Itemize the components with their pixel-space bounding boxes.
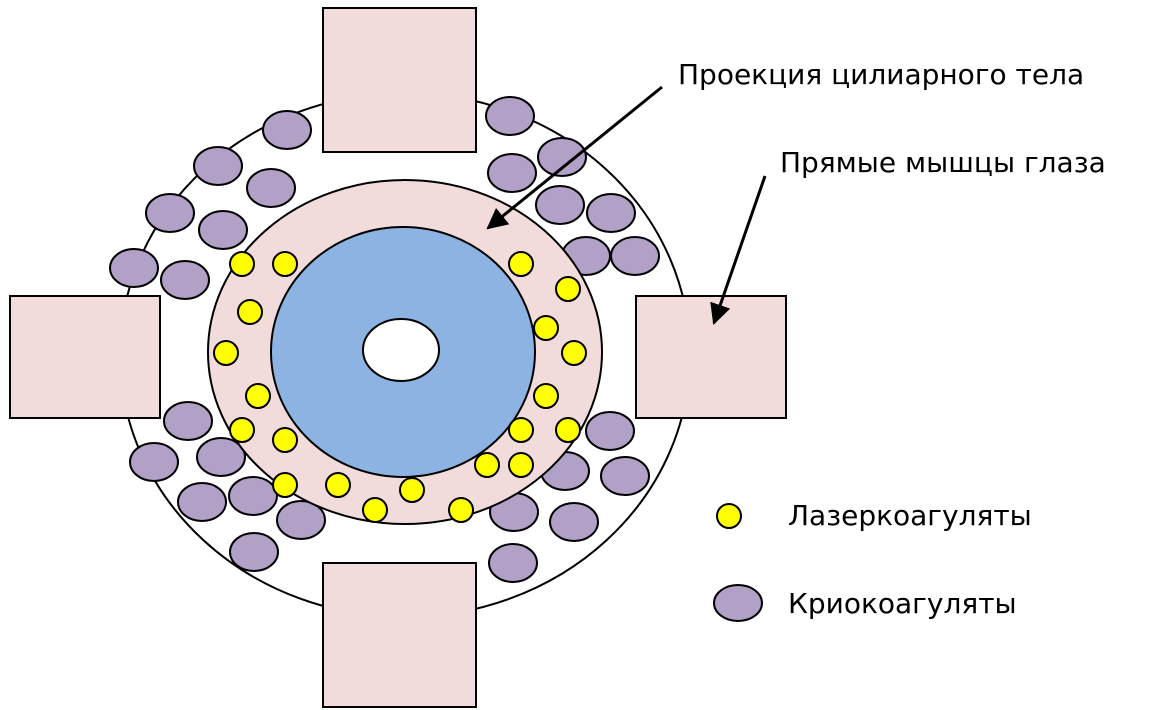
lasercoagulate: [230, 418, 254, 442]
lasercoagulate: [273, 473, 297, 497]
lasercoagulate: [475, 453, 499, 477]
lasercoagulate: [273, 428, 297, 452]
label-rectus-muscles: Прямые мышцы глаза: [780, 146, 1106, 179]
pupil: [363, 319, 439, 381]
cryocoagulate: [536, 186, 584, 224]
rectus-muscle-top: [323, 8, 476, 152]
lasercoagulate: [246, 384, 270, 408]
lasercoagulate: [509, 252, 533, 276]
cryocoagulate: [550, 503, 598, 541]
cryocoagulate: [164, 402, 212, 440]
lasercoagulate: [326, 473, 350, 497]
cryocoagulate: [247, 169, 295, 207]
lasercoagulate: [363, 498, 387, 522]
cryocoagulate: [489, 544, 537, 582]
legend-cryo-label: Криокоагуляты: [788, 587, 1017, 620]
rectus-muscle-bottom: [323, 563, 476, 707]
lasercoagulate: [556, 418, 580, 442]
cryocoagulate: [229, 477, 277, 515]
cryocoagulate: [538, 138, 586, 176]
cryocoagulate: [178, 483, 226, 521]
lasercoagulate: [400, 478, 424, 502]
legend-laser-label: Лазеркоагуляты: [788, 499, 1032, 532]
cryocoagulate: [110, 249, 158, 287]
lasercoagulate: [238, 300, 262, 324]
lasercoagulate: [534, 316, 558, 340]
cryocoagulate: [194, 147, 242, 185]
lasercoagulate: [556, 277, 580, 301]
cryocoagulate: [488, 154, 536, 192]
lasercoagulate: [214, 341, 238, 365]
cryocoagulate: [230, 533, 278, 571]
cryocoagulate: [486, 97, 534, 135]
lasercoagulate: [273, 252, 297, 276]
rectus-muscle-right: [636, 296, 786, 418]
cryocoagulate: [611, 237, 659, 275]
legend-laser-swatch: [717, 504, 741, 528]
label-ciliary-projection: Проекция цилиарного тела: [678, 58, 1084, 91]
lasercoagulate: [509, 453, 533, 477]
lasercoagulate: [449, 498, 473, 522]
legend-cryo-swatch: [714, 585, 762, 621]
cryocoagulate: [601, 457, 649, 495]
lasercoagulate: [562, 341, 586, 365]
cryocoagulate: [586, 412, 634, 450]
cryocoagulate: [146, 194, 194, 232]
rectus-muscle-left: [10, 296, 160, 418]
cryocoagulate: [130, 443, 178, 481]
cryocoagulate: [587, 194, 635, 232]
lasercoagulate: [509, 418, 533, 442]
lasercoagulate: [534, 384, 558, 408]
legend: Лазеркоагуляты Криокоагуляты: [714, 499, 1032, 621]
cryocoagulate: [263, 111, 311, 149]
lasercoagulate: [230, 252, 254, 276]
cryocoagulate: [199, 211, 247, 249]
cryocoagulate: [161, 261, 209, 299]
